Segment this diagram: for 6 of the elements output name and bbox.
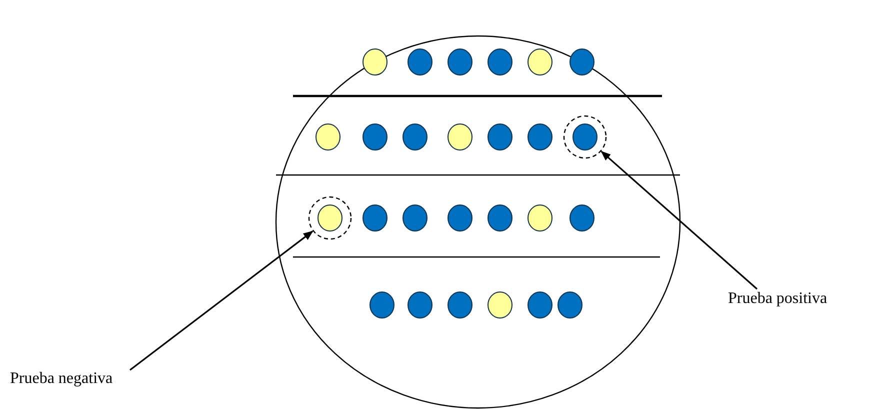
dashed-ring-marker (308, 196, 352, 240)
leader-arrow (600, 150, 758, 290)
leader-arrow (130, 230, 314, 371)
callout-label: Prueba negativa (10, 370, 113, 388)
callout-label: Prueba positiva (728, 290, 828, 308)
dashed-ring-marker (563, 115, 607, 159)
